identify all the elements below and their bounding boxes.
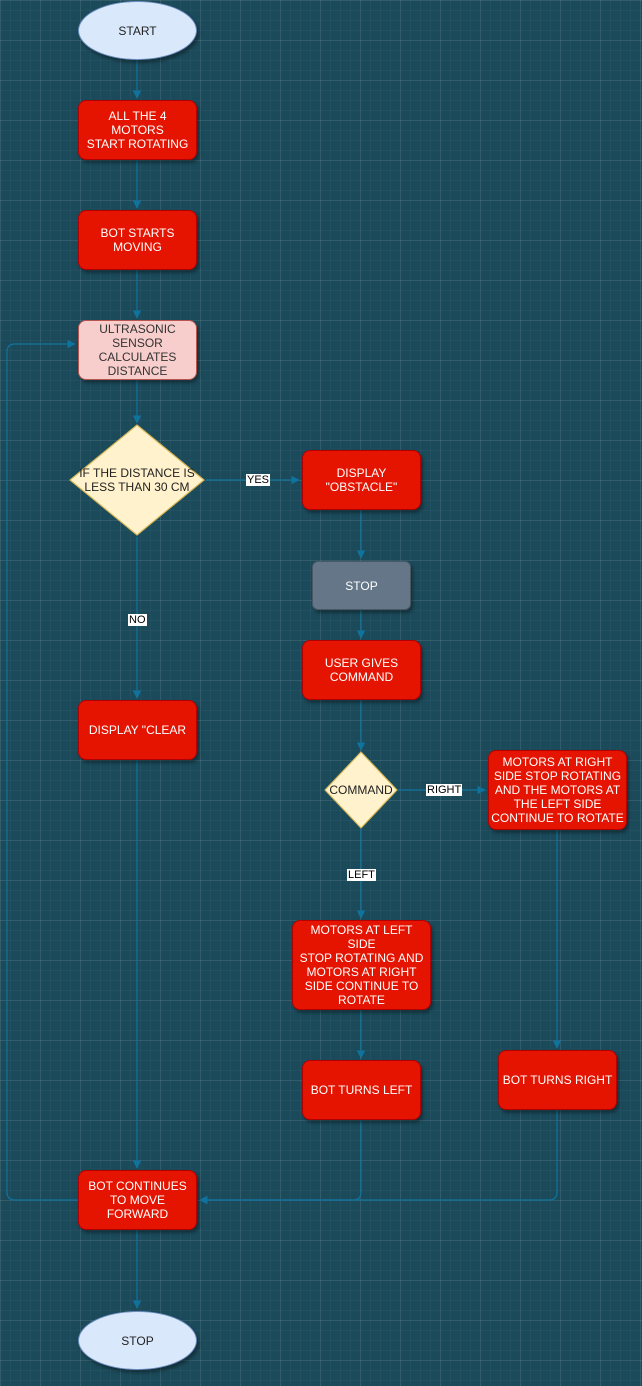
start-terminal: START bbox=[78, 1, 197, 60]
bot-starts-moving-box: BOT STARTS MOVING bbox=[78, 210, 197, 270]
bot-turns-left-box: BOT TURNS LEFT bbox=[302, 1060, 421, 1120]
user-gives-command-box: USER GIVES COMMAND bbox=[302, 640, 421, 700]
command-decision-label: COMMAND bbox=[329, 783, 393, 797]
ultrasonic-sensor-box: ULTRASONIC SENSOR CALCULATES DISTANCE bbox=[78, 320, 197, 380]
bot-turns-right-box: BOT TURNS RIGHT bbox=[498, 1050, 617, 1110]
decision-distance-shape bbox=[69, 424, 205, 536]
edge-loop-back-to-sensor bbox=[6, 339, 78, 1201]
left-side-motors-stop-box: MOTORS AT LEFT SIDE STOP ROTATING AND MO… bbox=[292, 920, 431, 1010]
display-clear-box: DISPLAY "CLEAR bbox=[78, 700, 197, 760]
edge-turnleft-to-continue bbox=[199, 1120, 362, 1205]
decision-command-shape bbox=[324, 751, 398, 829]
stop-terminal: STOP bbox=[78, 1311, 197, 1370]
display-obstacle-box: DISPLAY "OBSTACLE" bbox=[302, 450, 421, 510]
edge-label-no: NO bbox=[128, 614, 147, 626]
edge-label-yes: YES bbox=[246, 474, 271, 486]
right-side-motors-stop-box: MOTORS AT RIGHT SIDE STOP ROTATING AND T… bbox=[488, 750, 627, 830]
edge-label-left: LEFT bbox=[347, 869, 376, 881]
edge-turnright-to-continue bbox=[199, 1110, 558, 1205]
stop-box: STOP bbox=[312, 561, 411, 610]
distance-decision-label: IF THE DISTANCE IS LESS THAN 30 CM bbox=[79, 466, 195, 494]
bot-continues-forward-box: BOT CONTINUES TO MOVE FORWARD bbox=[78, 1170, 197, 1230]
edge-label-right: RIGHT bbox=[426, 784, 463, 796]
motors-start-box: ALL THE 4 MOTORS START ROTATING bbox=[78, 100, 197, 160]
